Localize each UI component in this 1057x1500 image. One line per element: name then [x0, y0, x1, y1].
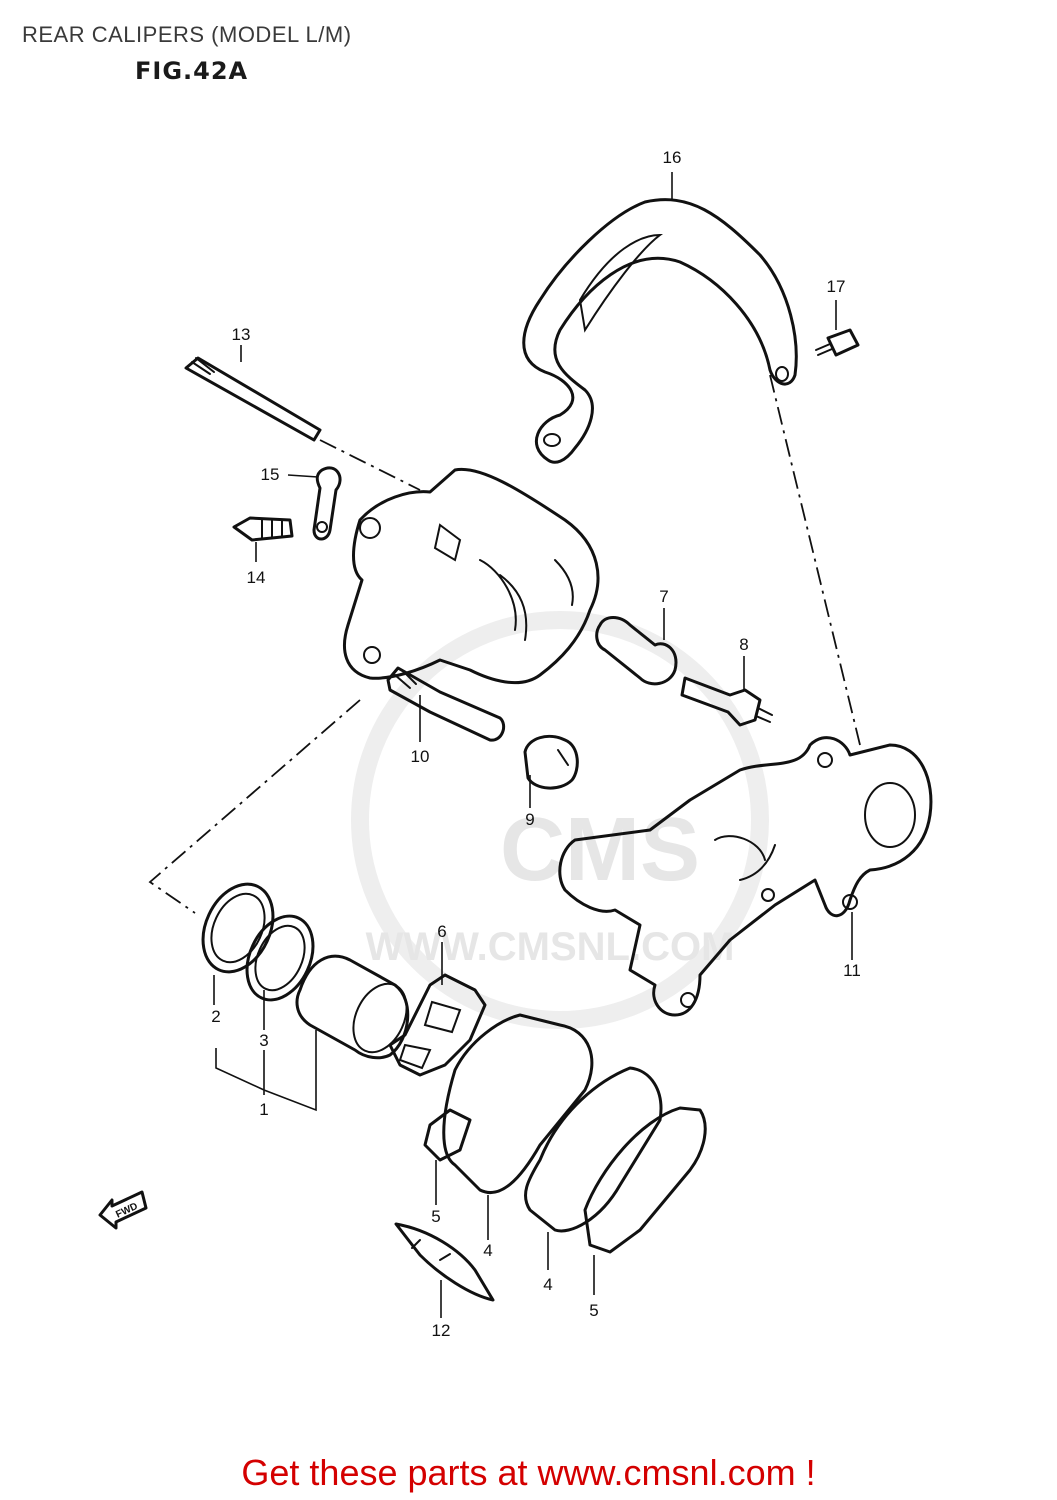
part-17-bolt[interactable]: [815, 328, 860, 357]
part-4-brake-pads[interactable]: [442, 1013, 663, 1233]
part-8-bolt[interactable]: [680, 676, 773, 727]
forward-arrow-icon: FWD: [98, 1190, 148, 1230]
callout-1: 1: [259, 1100, 268, 1119]
part-10-slide-pin[interactable]: [386, 666, 506, 742]
callout-8: 8: [739, 635, 748, 654]
callout-16: 16: [663, 148, 682, 167]
callout-17: 17: [827, 277, 846, 296]
assembly-lines: [148, 374, 861, 914]
callout-5a: 5: [431, 1207, 440, 1226]
part-13-pad-pin[interactable]: [184, 356, 322, 442]
part-5-pad-shims[interactable]: [423, 1106, 707, 1254]
watermark: CMS WWW.CMSNL.COM: [351, 611, 769, 1029]
caliper-body[interactable]: [343, 467, 600, 685]
callout-13: 13: [232, 325, 251, 344]
footer-link[interactable]: Get these parts at www.cmsnl.com !: [241, 1452, 816, 1493]
callout-5b: 5: [589, 1301, 598, 1320]
callout-6: 6: [437, 922, 446, 941]
part-12-shim[interactable]: [394, 1222, 495, 1302]
callout-2: 2: [211, 1007, 220, 1026]
callout-14-15-label: 15: [261, 465, 280, 484]
part-6-pad-spring[interactable]: [388, 973, 487, 1077]
callout-10: 10: [411, 747, 430, 766]
watermark-url: WWW.CMSNL.COM: [366, 925, 735, 969]
part-3-dust-seal[interactable]: [234, 905, 326, 1010]
figure-label: FIG.42A: [135, 57, 249, 85]
callout-14: 14: [247, 568, 266, 587]
part-14-bleeder-valve[interactable]: [232, 516, 294, 542]
caliper-piston[interactable]: [295, 954, 417, 1061]
part-11-caliper-bracket[interactable]: [558, 736, 933, 1017]
part-16-torque-bracket[interactable]: [522, 198, 798, 464]
callout-7: 7: [659, 587, 668, 606]
callout-3: 3: [259, 1031, 268, 1050]
callout-11: 11: [843, 961, 861, 980]
callout-4a: 4: [483, 1241, 492, 1260]
callout-9: 9: [525, 810, 534, 829]
part-2-piston-seal[interactable]: [190, 873, 287, 983]
callout-4b: 4: [543, 1275, 552, 1294]
leader-lines: [213, 172, 853, 1318]
part-9-boot[interactable]: [523, 735, 579, 790]
page-title: REAR CALIPERS (MODEL L/M): [22, 22, 352, 47]
part-15-bleeder-cap[interactable]: [312, 466, 342, 541]
callout-12: 12: [432, 1321, 451, 1340]
callout-labels: 1 2 3 4 4 5 5 6 7 8 9 10 11 12 13 15 14 …: [211, 148, 861, 1340]
part-7-sleeve[interactable]: [595, 616, 678, 686]
